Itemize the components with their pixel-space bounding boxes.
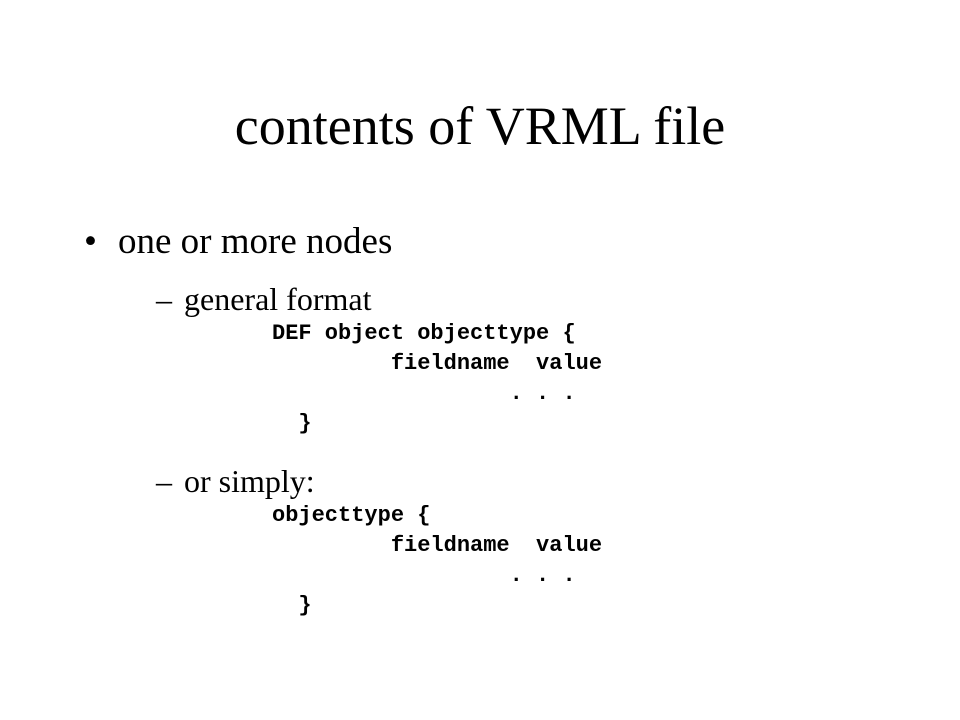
- slide-title: contents of VRML file: [234, 96, 726, 156]
- sub-item-text: general format: [184, 281, 372, 317]
- dash-marker: –: [156, 281, 172, 317]
- dash-marker: –: [156, 463, 172, 499]
- sub-item-general-format: –general format: [156, 280, 371, 318]
- bullet-item: • one or more nodes: [84, 220, 392, 264]
- code-block-or-simply: objecttype { fieldname value . . . }: [272, 503, 603, 618]
- code-block-general-format: DEF object objecttype { fieldname value …: [272, 321, 603, 436]
- sub-item-text: or simply:: [184, 463, 315, 499]
- bullet-text: one or more nodes: [118, 221, 393, 262]
- sub-item-or-simply: –or simply:: [156, 462, 315, 500]
- bullet-marker: •: [84, 221, 97, 262]
